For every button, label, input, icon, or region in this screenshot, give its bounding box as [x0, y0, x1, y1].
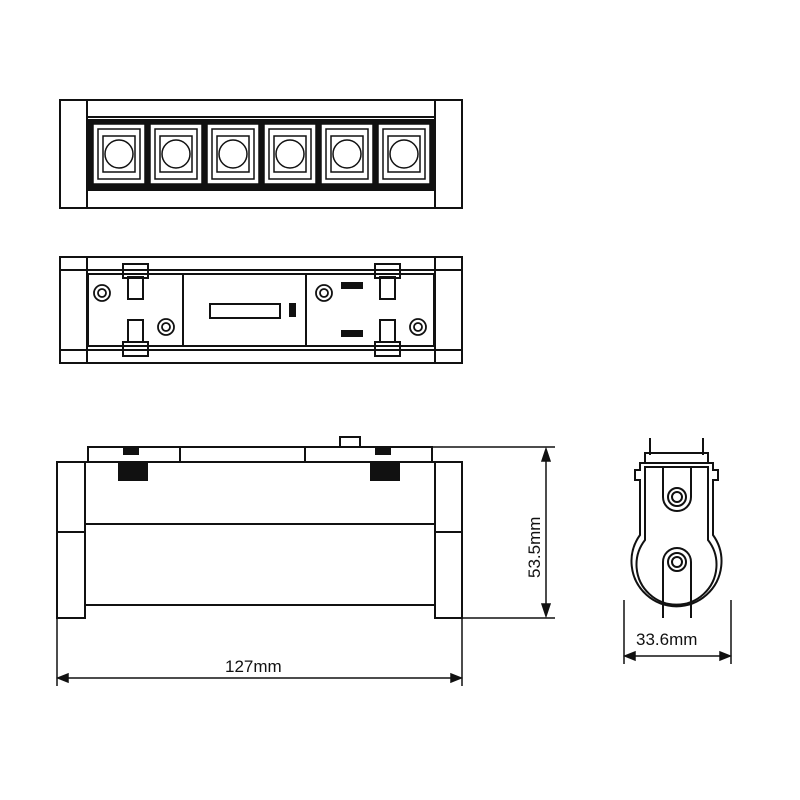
led-lens-row: [92, 123, 431, 185]
front-view: [59, 99, 463, 209]
dimension-lines: [55, 446, 555, 686]
length-dimension-label: 127mm: [225, 657, 282, 676]
height-dimension-label: 53.5mm: [525, 517, 544, 578]
mounting-clips: [122, 263, 401, 357]
rear-view: [59, 256, 463, 364]
end-view: [630, 438, 723, 618]
end-view-dimension: [622, 600, 733, 664]
side-view: [56, 436, 463, 619]
width-dimension-label: 33.6mm: [636, 630, 697, 649]
